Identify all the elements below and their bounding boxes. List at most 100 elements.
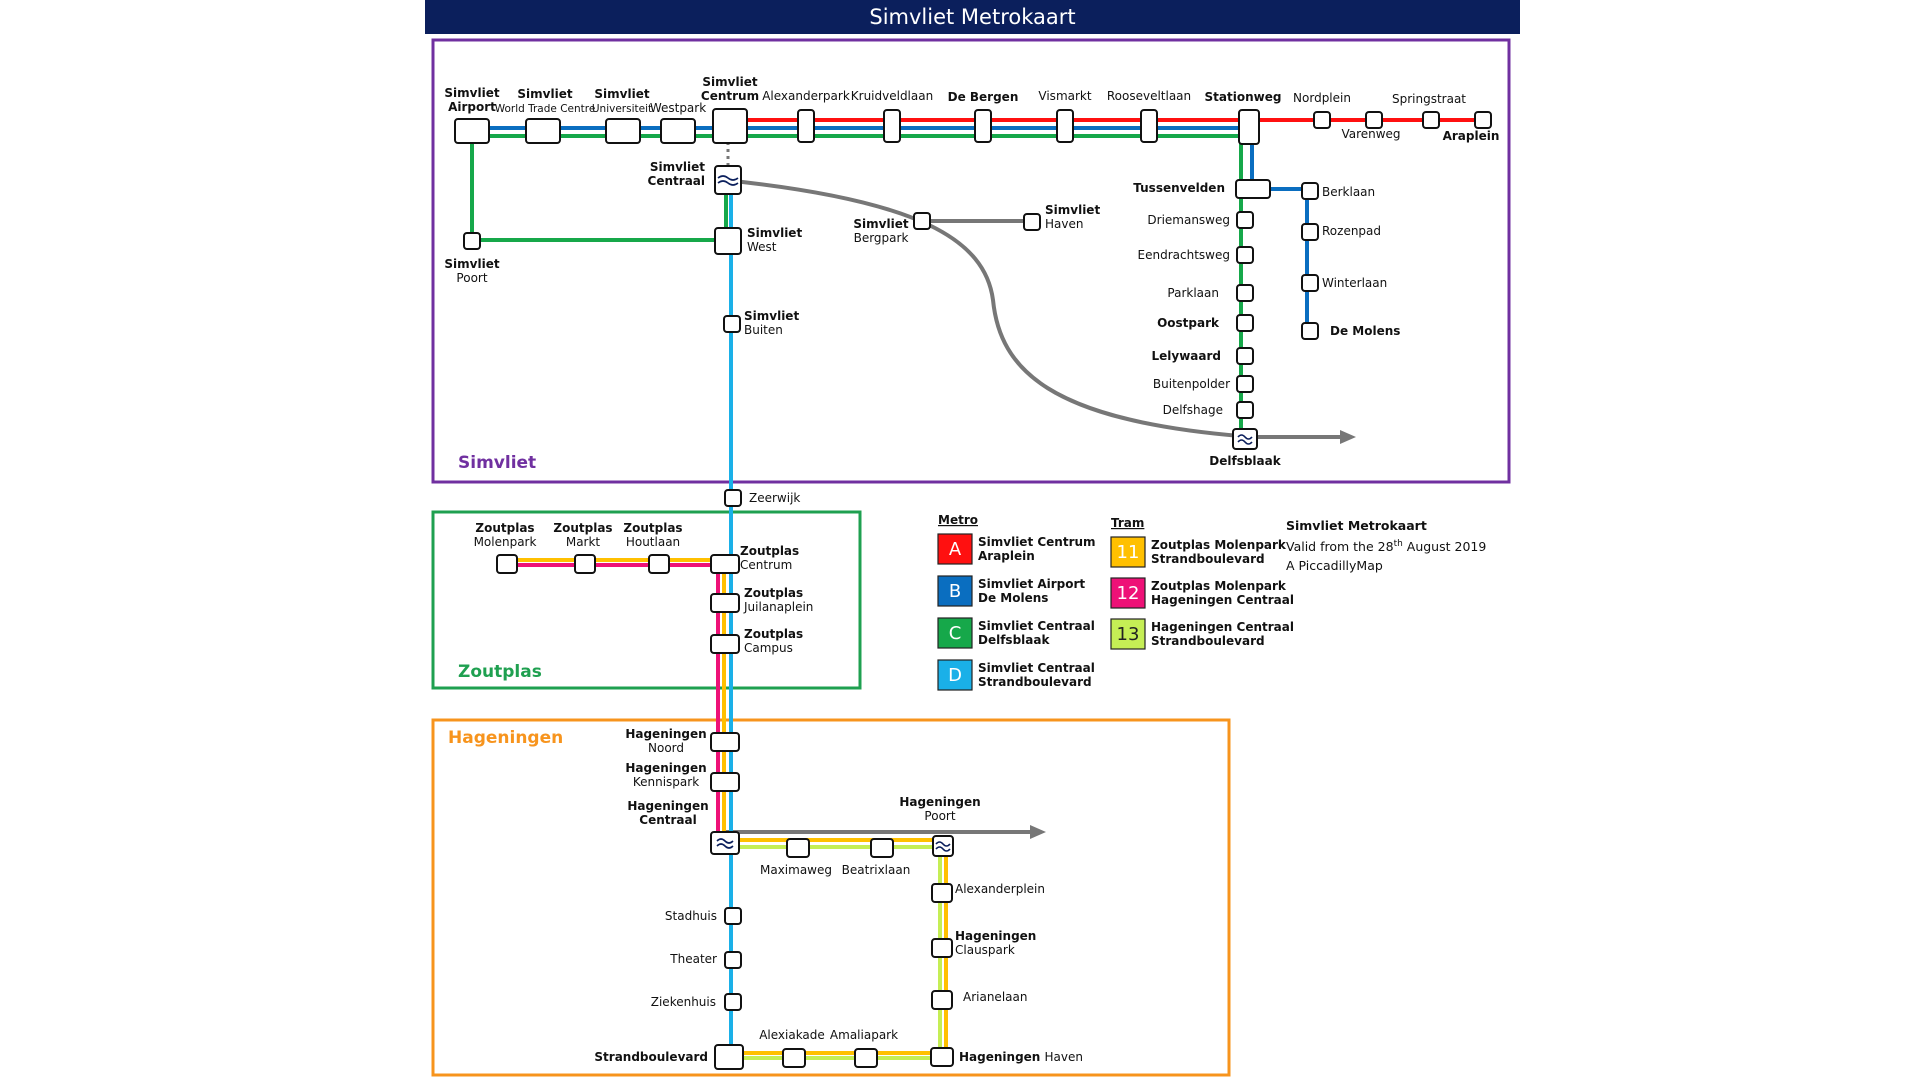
station-marker-nordplein[interactable] <box>1313 111 1331 129</box>
station-label-line1: Simvliet <box>853 217 908 231</box>
station-marker-haven[interactable] <box>1023 213 1041 231</box>
legend-from: Hageningen Centraal <box>1151 620 1294 634</box>
station-marker-debergen[interactable] <box>974 109 992 143</box>
station-label-berklaan: Berklaan <box>1322 185 1375 199</box>
station-marker-maximaweg[interactable] <box>786 838 810 858</box>
station-marker-delfshage[interactable] <box>1236 401 1254 419</box>
station-label-line2: Noord <box>648 741 684 755</box>
station-marker-oostpark[interactable] <box>1236 314 1254 332</box>
legend-to: Strandboulevard <box>1151 552 1265 566</box>
station-marker-beatrixlaan[interactable] <box>870 838 894 858</box>
station-marker-springstraat[interactable] <box>1422 111 1440 129</box>
station-marker-alexanderplein[interactable] <box>931 883 953 903</box>
station-marker-stationweg[interactable] <box>1238 109 1260 145</box>
station-marker-varenweg[interactable] <box>1365 111 1383 129</box>
station-marker-hg_centraal[interactable] <box>710 831 740 855</box>
station-marker-zeerwijk[interactable] <box>724 489 742 507</box>
station-label-line2: Juilanaplein <box>743 600 813 614</box>
station-marker-demolens[interactable] <box>1301 322 1319 340</box>
station-marker-centrum[interactable] <box>712 108 748 144</box>
station-marker-strandboulevard[interactable] <box>714 1044 744 1070</box>
station-marker-hg_noord[interactable] <box>710 732 740 752</box>
station-marker-winterlaan[interactable] <box>1301 274 1319 292</box>
station-marker-universiteit[interactable] <box>605 118 641 144</box>
station-label-line1: Simvliet <box>747 226 802 240</box>
station-marker-zp_centrum[interactable] <box>710 554 740 574</box>
station-marker-tussenvelden[interactable] <box>1235 179 1271 199</box>
station-marker-hg_clauspark[interactable] <box>931 938 953 958</box>
station-marker-rozenpad[interactable] <box>1301 223 1319 241</box>
station-marker-zp_molenpark[interactable] <box>496 554 518 574</box>
station-marker-zp_julianaplein[interactable] <box>710 593 740 613</box>
station-label-line1: Hageningen <box>955 929 1036 943</box>
station-label-line1: Simvliet <box>444 86 499 100</box>
region-simvliet <box>431 38 1511 484</box>
station-marker-ziekenhuis[interactable] <box>724 993 742 1011</box>
station-marker-centraal[interactable] <box>714 165 742 195</box>
station-marker-wtc[interactable] <box>525 118 561 144</box>
station-marker-delfsblaak[interactable] <box>1232 428 1258 450</box>
legend-code: B <box>949 581 961 602</box>
station-label-line1: Hageningen <box>627 799 708 813</box>
station-marker-driemansweg[interactable] <box>1236 211 1254 229</box>
station-marker-alexanderpark[interactable] <box>797 109 815 143</box>
station-marker-araplein[interactable] <box>1474 111 1492 129</box>
station-label-line1: Zoutplas <box>740 544 799 558</box>
station-marker-buiten[interactable] <box>723 315 741 333</box>
station-marker-west[interactable] <box>714 227 742 255</box>
station-label-line1: Simvliet <box>702 75 757 89</box>
station-marker-eendrachtsweg[interactable] <box>1236 246 1254 264</box>
station-marker-bergpark[interactable] <box>913 212 931 230</box>
station-label-line2: Markt <box>566 535 601 549</box>
station-marker-lelywaard[interactable] <box>1236 347 1254 365</box>
legend-swatch <box>937 617 973 649</box>
legend-code: C <box>949 623 962 644</box>
station-label-kruidveldlaan: Kruidveldlaan <box>851 89 933 103</box>
station-marker-hg_haven[interactable] <box>930 1047 954 1067</box>
station-marker-zp_markt[interactable] <box>574 554 596 574</box>
station-marker-parklaan[interactable] <box>1236 284 1254 302</box>
legend-metro-title: Metro <box>938 513 978 527</box>
station-label-line1: Simvliet <box>594 87 649 101</box>
station-label-line2: Clauspark <box>955 943 1015 957</box>
station-marker-zp_campus[interactable] <box>710 634 740 654</box>
station-label-line1: Simvliet <box>744 309 799 323</box>
station-marker-alexiakade[interactable] <box>782 1048 806 1068</box>
station-marker-airport[interactable] <box>454 118 490 144</box>
station-label-line2: Haven <box>1045 1050 1083 1064</box>
station-marker-amaliapark[interactable] <box>854 1048 878 1068</box>
legend-code: D <box>948 665 962 686</box>
station-marker-vismarkt[interactable] <box>1056 109 1074 143</box>
station-marker-hg_poort[interactable] <box>932 835 954 857</box>
station-marker-rooseveltlaan[interactable] <box>1140 109 1158 143</box>
legend-code: 12 <box>1117 583 1140 604</box>
station-marker-stadhuis[interactable] <box>724 907 742 925</box>
station-marker-buitenpolder[interactable] <box>1236 375 1254 393</box>
station-marker-westpark[interactable] <box>660 118 696 144</box>
station-marker-poort[interactable] <box>463 232 481 250</box>
station-marker-berklaan[interactable] <box>1301 182 1319 200</box>
station-marker-zp_houtlaan[interactable] <box>648 554 670 574</box>
tram-13 <box>729 845 942 1060</box>
legend-to: Hageningen Centraal <box>1151 593 1294 607</box>
station-label-delfsblaak: Delfsblaak <box>1209 454 1281 468</box>
legend-swatch <box>1110 577 1146 609</box>
station-marker-theater[interactable] <box>724 951 742 969</box>
station-marker-hg_kennispark[interactable] <box>710 772 740 792</box>
station-marker-arianelaan[interactable] <box>931 990 953 1010</box>
region-label-simvliet: Simvliet <box>458 453 536 473</box>
station-marker-kruidveldlaan[interactable] <box>883 109 901 143</box>
